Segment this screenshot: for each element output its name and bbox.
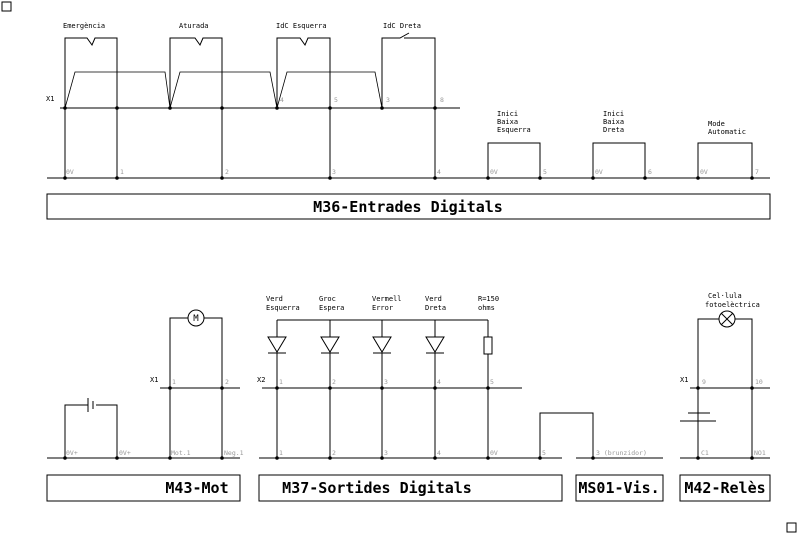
bus-terminal: 3 (brunzidor) xyxy=(596,449,647,457)
rail-terminal: 1 xyxy=(172,378,176,386)
motor-icon-letter: M xyxy=(193,314,199,324)
switch-idc-dreta xyxy=(381,32,436,178)
bus-outputs-dots xyxy=(275,456,542,460)
input-label-mode-automatic: Mode Automatic xyxy=(708,120,746,136)
rail-terminal: 5 xyxy=(334,96,338,104)
lamp-wire xyxy=(697,318,753,458)
switch-label-aturada: Aturada xyxy=(179,22,209,30)
rail-terminal: 8 xyxy=(440,96,444,104)
input-section: Emergència Aturada IdC Esquerra IdC Dret… xyxy=(46,22,771,220)
switch-idc-esquerra xyxy=(276,37,331,178)
svg-text:7: 7 xyxy=(755,168,759,176)
svg-text:3: 3 xyxy=(332,168,336,176)
rail-label-x1-top: X1 xyxy=(46,95,54,103)
input-switch-esquerra xyxy=(487,142,541,178)
svg-text:4: 4 xyxy=(437,168,441,176)
rail-x2-dots xyxy=(275,386,490,390)
switch-label-idc-dreta: IdC Dreta xyxy=(383,22,421,30)
module-title-m36: M36-Entrades Digitals xyxy=(313,198,503,216)
rail-terminal: 5 xyxy=(490,378,494,386)
buzzer-link-wire xyxy=(539,412,594,458)
series-link xyxy=(64,71,383,109)
svg-text:0V: 0V xyxy=(595,168,603,176)
led-label-vermell-error: Vermell Error xyxy=(372,295,406,312)
rail-label-x1-relay: X1 xyxy=(680,376,688,384)
corner-marker-bottom-right xyxy=(786,522,797,533)
bus-terminal: NO1 xyxy=(754,449,766,457)
svg-text:0V: 0V xyxy=(66,168,74,176)
svg-text:2: 2 xyxy=(225,168,229,176)
battery-wire xyxy=(64,404,118,458)
bus-terminal: 5 xyxy=(542,449,546,457)
rail-terminal: 3 xyxy=(384,378,388,386)
corner-marker-top-left xyxy=(1,1,12,12)
motor-section: M X1 1 2 0V+ 0V+ Mot.1 Neg.1 M43-Mot xyxy=(46,309,244,502)
switch-aturada xyxy=(169,37,223,178)
bus-terminal: 4 xyxy=(437,449,441,457)
module-title-m37: M37-Sortides Digitals xyxy=(282,479,472,497)
rail-terminal: 9 xyxy=(702,378,706,386)
led-label-groc-espera: Groc Espera xyxy=(319,295,344,312)
bus-terminal: 1 xyxy=(279,449,283,457)
bus-terminal: 2 xyxy=(332,449,336,457)
rail-terminal: 2 xyxy=(225,378,229,386)
svg-text:0V: 0V xyxy=(700,168,708,176)
switch-label-emergencia: Emergència xyxy=(63,22,105,30)
module-ms01-box xyxy=(575,474,664,502)
led-label-verd-esquerra: Verd Esquerra xyxy=(266,295,300,312)
module-title-m42: M42-Relès xyxy=(684,479,765,497)
input-label-inici-baixa-dreta: Inici Baixa Dreta xyxy=(603,110,628,134)
bus-terminal: C1 xyxy=(701,449,709,457)
module-m36-box xyxy=(46,193,771,220)
bus-terminal: 0V xyxy=(490,449,498,457)
svg-text:6: 6 xyxy=(648,168,652,176)
bus-terminal: Mot.1 xyxy=(171,449,191,457)
rail-terminal: 4 xyxy=(437,378,441,386)
input-switch-dreta xyxy=(592,142,646,178)
rail-terminal: 4 xyxy=(280,96,284,104)
motor-wire xyxy=(169,317,223,458)
lamp-label: Cel·lula fotoelèctrica xyxy=(705,292,760,309)
rail-label-x2: X2 xyxy=(257,376,265,384)
bus-terminal: Neg.1 xyxy=(224,449,244,457)
svg-text:1: 1 xyxy=(120,168,124,176)
bus-top-terminals: 0V 1 2 3 4 0V 5 0V 6 0V 7 xyxy=(66,168,759,176)
module-m42-box xyxy=(679,474,771,502)
bus-terminal: 0V+ xyxy=(119,449,131,457)
input-label-inici-baixa-esquerra: Inici Baixa Esquerra xyxy=(497,110,531,134)
svg-text:0V: 0V xyxy=(490,168,498,176)
module-title-ms01: MS01-Vis. xyxy=(578,479,659,497)
rail-terminal: 10 xyxy=(755,378,763,386)
led-label-verd-dreta: Verd Dreta xyxy=(425,295,446,312)
resistor-label: R=150 ohms xyxy=(478,295,503,312)
input-switch-mode xyxy=(697,142,753,178)
bus-terminal: 3 xyxy=(384,449,388,457)
switch-label-idc-esquerra: IdC Esquerra xyxy=(276,22,327,30)
module-m43-box xyxy=(46,474,241,502)
relay-section: Cel·lula fotoelèctrica X1 9 10 C1 NO1 M4… xyxy=(679,292,771,502)
lamp-cross xyxy=(720,312,734,326)
module-title-m43: M43-Mot xyxy=(165,479,228,497)
rail-terminal: 1 xyxy=(279,378,283,386)
rail-label-x1-motor: X1 xyxy=(150,376,158,384)
bus-terminal: 0V+ xyxy=(66,449,78,457)
switch-emergencia xyxy=(64,37,118,178)
rail-terminal: 3 xyxy=(386,96,390,104)
rail-terminal: 2 xyxy=(332,378,336,386)
svg-text:5: 5 xyxy=(543,168,547,176)
outputs-section: Verd Esquerra Groc Espera Vermell Error … xyxy=(257,295,594,502)
bus-top-dots xyxy=(63,176,754,180)
vis-section: 3 (brunzidor) MS01-Vis. xyxy=(575,449,664,502)
module-m37-box xyxy=(258,474,563,502)
